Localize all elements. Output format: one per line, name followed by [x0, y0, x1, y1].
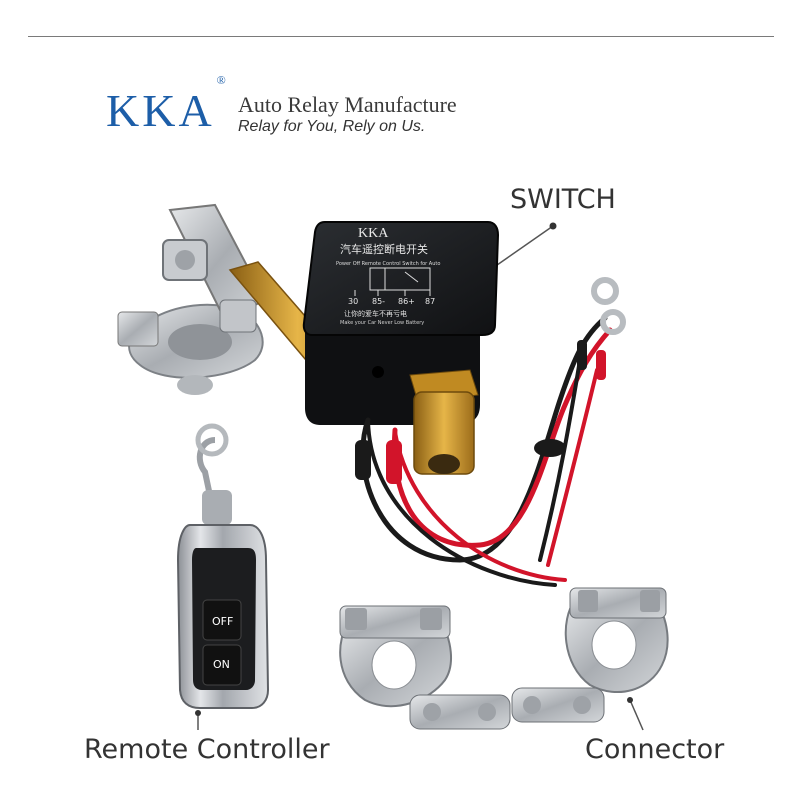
remote-pointer-dot [195, 710, 201, 716]
brand-tagline: Auto Relay Manufacture [238, 92, 457, 117]
switch-label: SWITCH [510, 184, 616, 215]
cable-tie [534, 439, 566, 457]
relay-footer-en: Make your Car Never Low Battery [340, 320, 424, 326]
connector-pointer-line [629, 699, 644, 731]
ring-terminals [591, 277, 626, 335]
remote-off-button-label: OFF [212, 615, 233, 628]
wire-harness [360, 315, 613, 587]
brass-post-terminal [409, 369, 479, 475]
remote-controller-label: Remote Controller [84, 734, 330, 765]
terminal-30: 30 [348, 297, 358, 306]
battery-terminal-clamp [117, 203, 267, 395]
connector-pointer-dot [627, 697, 633, 703]
switch-pointer-dot [549, 222, 557, 230]
relay-title-cn: 汽车遥控断电开关 [340, 242, 428, 256]
relay-switch-body: KKA 汽车遥控断电开关 Power Off Remote Control Sw… [302, 221, 500, 425]
terminal-85: 85- [372, 297, 385, 306]
red-connector-sleeve [386, 440, 402, 484]
connector-label: Connector [585, 734, 725, 765]
red-ring-sleeve [596, 350, 606, 380]
relay-brand-text: KKA [358, 226, 389, 241]
top-divider [28, 36, 774, 37]
brand-slogan: Relay for You, Rely on Us. [238, 118, 426, 135]
connector-clamps [339, 587, 669, 730]
black-ring-sleeve [577, 340, 587, 370]
kka-logo: KKA® [106, 72, 229, 136]
remote-on-button-label: ON [213, 658, 230, 671]
remote-controller: OFF ON [176, 423, 270, 709]
relay-subtitle: Power Off Remote Control Switch for Auto [336, 261, 440, 267]
terminal-87: 87 [425, 297, 435, 306]
black-connector-sleeve [355, 440, 371, 480]
relay-schematic-icon [354, 267, 431, 296]
terminal-86: 86+ [398, 297, 415, 306]
relay-footer-cn: 让你的爱车不再亏电 [344, 309, 407, 318]
